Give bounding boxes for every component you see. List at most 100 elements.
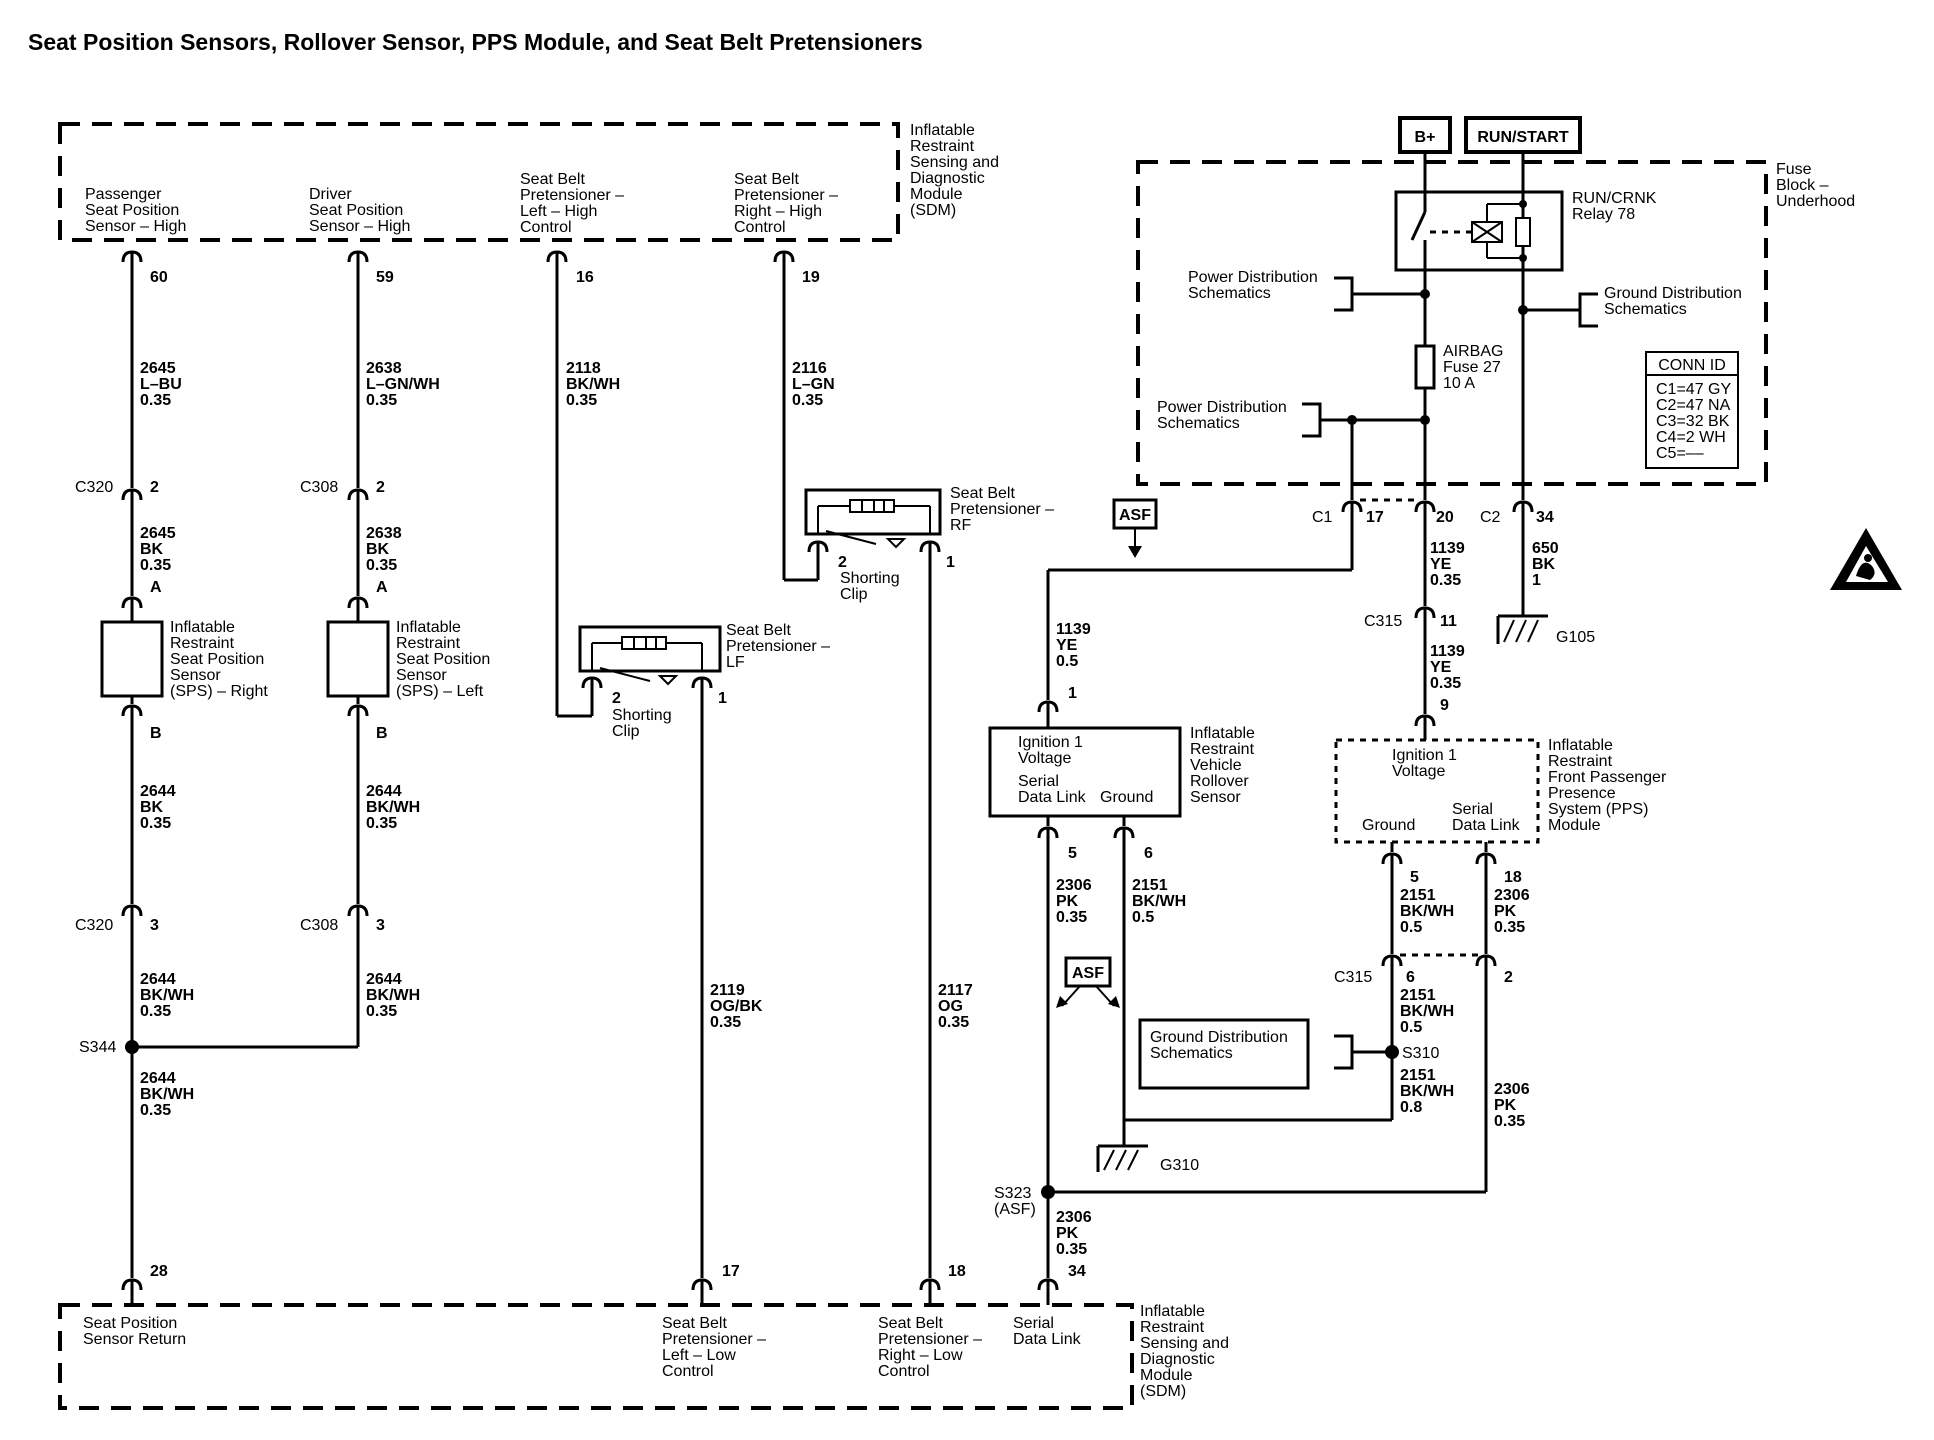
conn-id-title: CONN ID <box>1658 357 1726 374</box>
splice-s323-label: S323(ASF) <box>994 1185 1036 1218</box>
connector-terminal-icon <box>1414 500 1436 516</box>
label-line: Shorting <box>612 707 672 724</box>
pin-pret-rf-1: 1 <box>946 554 955 571</box>
rollover-sensor-body <box>988 726 1182 818</box>
bplus-label: B+ <box>1415 129 1436 146</box>
connector-c320-lower: C320 <box>75 917 113 934</box>
connector-terminal-icon <box>1113 826 1135 842</box>
connector-terminal-icon <box>773 250 795 266</box>
label-line: L–GN <box>792 376 835 393</box>
label-line: Serial <box>1018 773 1059 790</box>
label-line: Inflatable <box>396 619 461 636</box>
label-line: 2638 <box>366 360 402 377</box>
connector-terminal-icon <box>1475 954 1497 970</box>
label-line: Rollover <box>1190 773 1249 790</box>
pin-c315-2: 2 <box>1504 969 1513 986</box>
label-line: Restraint <box>910 138 975 155</box>
ground-g105-label: G105 <box>1556 629 1595 646</box>
label-line: 0.5 <box>1132 909 1154 926</box>
pin-pret-lf-2: 2 <box>612 690 621 707</box>
pin-c1-17: 17 <box>1366 509 1384 526</box>
label-line: Restraint <box>170 635 235 652</box>
label-line: Vehicle <box>1190 757 1242 774</box>
label-line: 2117 <box>938 982 973 999</box>
pin-rollover-5: 5 <box>1068 845 1077 862</box>
label-line: C3=32 BK <box>1656 413 1730 430</box>
label-line: 0.35 <box>1056 909 1087 926</box>
connector-terminal-icon <box>1414 606 1436 622</box>
pin-sps-right-b: B <box>150 725 162 742</box>
asf-box-mid <box>1064 956 1112 988</box>
label-line: 1139 <box>1430 540 1465 557</box>
label-line: 2638 <box>366 525 402 542</box>
label-line: 2306 <box>1494 1081 1530 1098</box>
label-line: Inflatable <box>910 122 975 139</box>
label-line: 2116 <box>792 360 827 377</box>
label-line: 2644 <box>140 1070 176 1087</box>
pin-c1-20: 20 <box>1436 509 1454 526</box>
label-line: Control <box>734 219 786 236</box>
label-line: Sensing and <box>910 154 999 171</box>
label-line: 0.35 <box>366 557 397 574</box>
label-line: Sensing and <box>1140 1335 1229 1352</box>
label-line: 0.35 <box>140 1003 171 1020</box>
label-line: Right – High <box>734 203 822 220</box>
label-line: BK/WH <box>1400 1083 1454 1100</box>
label-line: Ground Distribution <box>1150 1029 1288 1046</box>
label-line: Front Passenger <box>1548 769 1667 786</box>
label-line: Seat Position <box>170 651 264 668</box>
pin-pret-rf-2: 2 <box>838 554 847 571</box>
label-line: 2644 <box>366 971 402 988</box>
label-line: 2151 <box>1132 877 1168 894</box>
esd-warning-icon <box>1830 528 1902 590</box>
label-line: Schematics <box>1157 415 1240 432</box>
label-line: 0.35 <box>1430 572 1461 589</box>
label-line: Pretensioner – <box>662 1331 766 1348</box>
label-line: Clip <box>612 723 640 740</box>
c1-c2-connectors: C1 17 20 C2 34 <box>1312 498 1554 526</box>
label-line: Fuse 27 <box>1443 359 1501 376</box>
label-line: Sensor Return <box>83 1331 186 1348</box>
label-line: Passenger <box>85 186 162 203</box>
relay-diode <box>1515 217 1531 247</box>
label-line: Power Distribution <box>1157 399 1287 416</box>
label-line: (SDM) <box>910 202 956 219</box>
connector-c308-lower: C308 <box>300 917 338 934</box>
sps-right-body <box>100 620 164 698</box>
asf-label-mid: ASF <box>1072 965 1104 982</box>
label-line: 0.35 <box>792 392 823 409</box>
label-line: 0.35 <box>1056 1241 1087 1258</box>
label-line: Voltage <box>1018 750 1071 767</box>
label-line: 2645 <box>140 525 176 542</box>
label-line: Restraint <box>396 635 461 652</box>
label-line: 0.35 <box>140 557 171 574</box>
label-line: Seat Belt <box>726 622 791 639</box>
label-line: PK <box>1056 1225 1079 1242</box>
sps-left-body <box>326 620 390 698</box>
label-line: 2306 <box>1056 877 1092 894</box>
label-line: 2645 <box>140 360 176 377</box>
label-line: Left – Low <box>662 1347 736 1364</box>
connector-terminal-icon <box>1414 714 1436 730</box>
label-line: 0.35 <box>938 1014 969 1031</box>
label-line: Schematics <box>1604 301 1687 318</box>
label-line: (SPS) – Left <box>396 683 484 700</box>
connector-terminal-icon <box>347 704 369 720</box>
label-line: 1139 <box>1056 621 1091 638</box>
